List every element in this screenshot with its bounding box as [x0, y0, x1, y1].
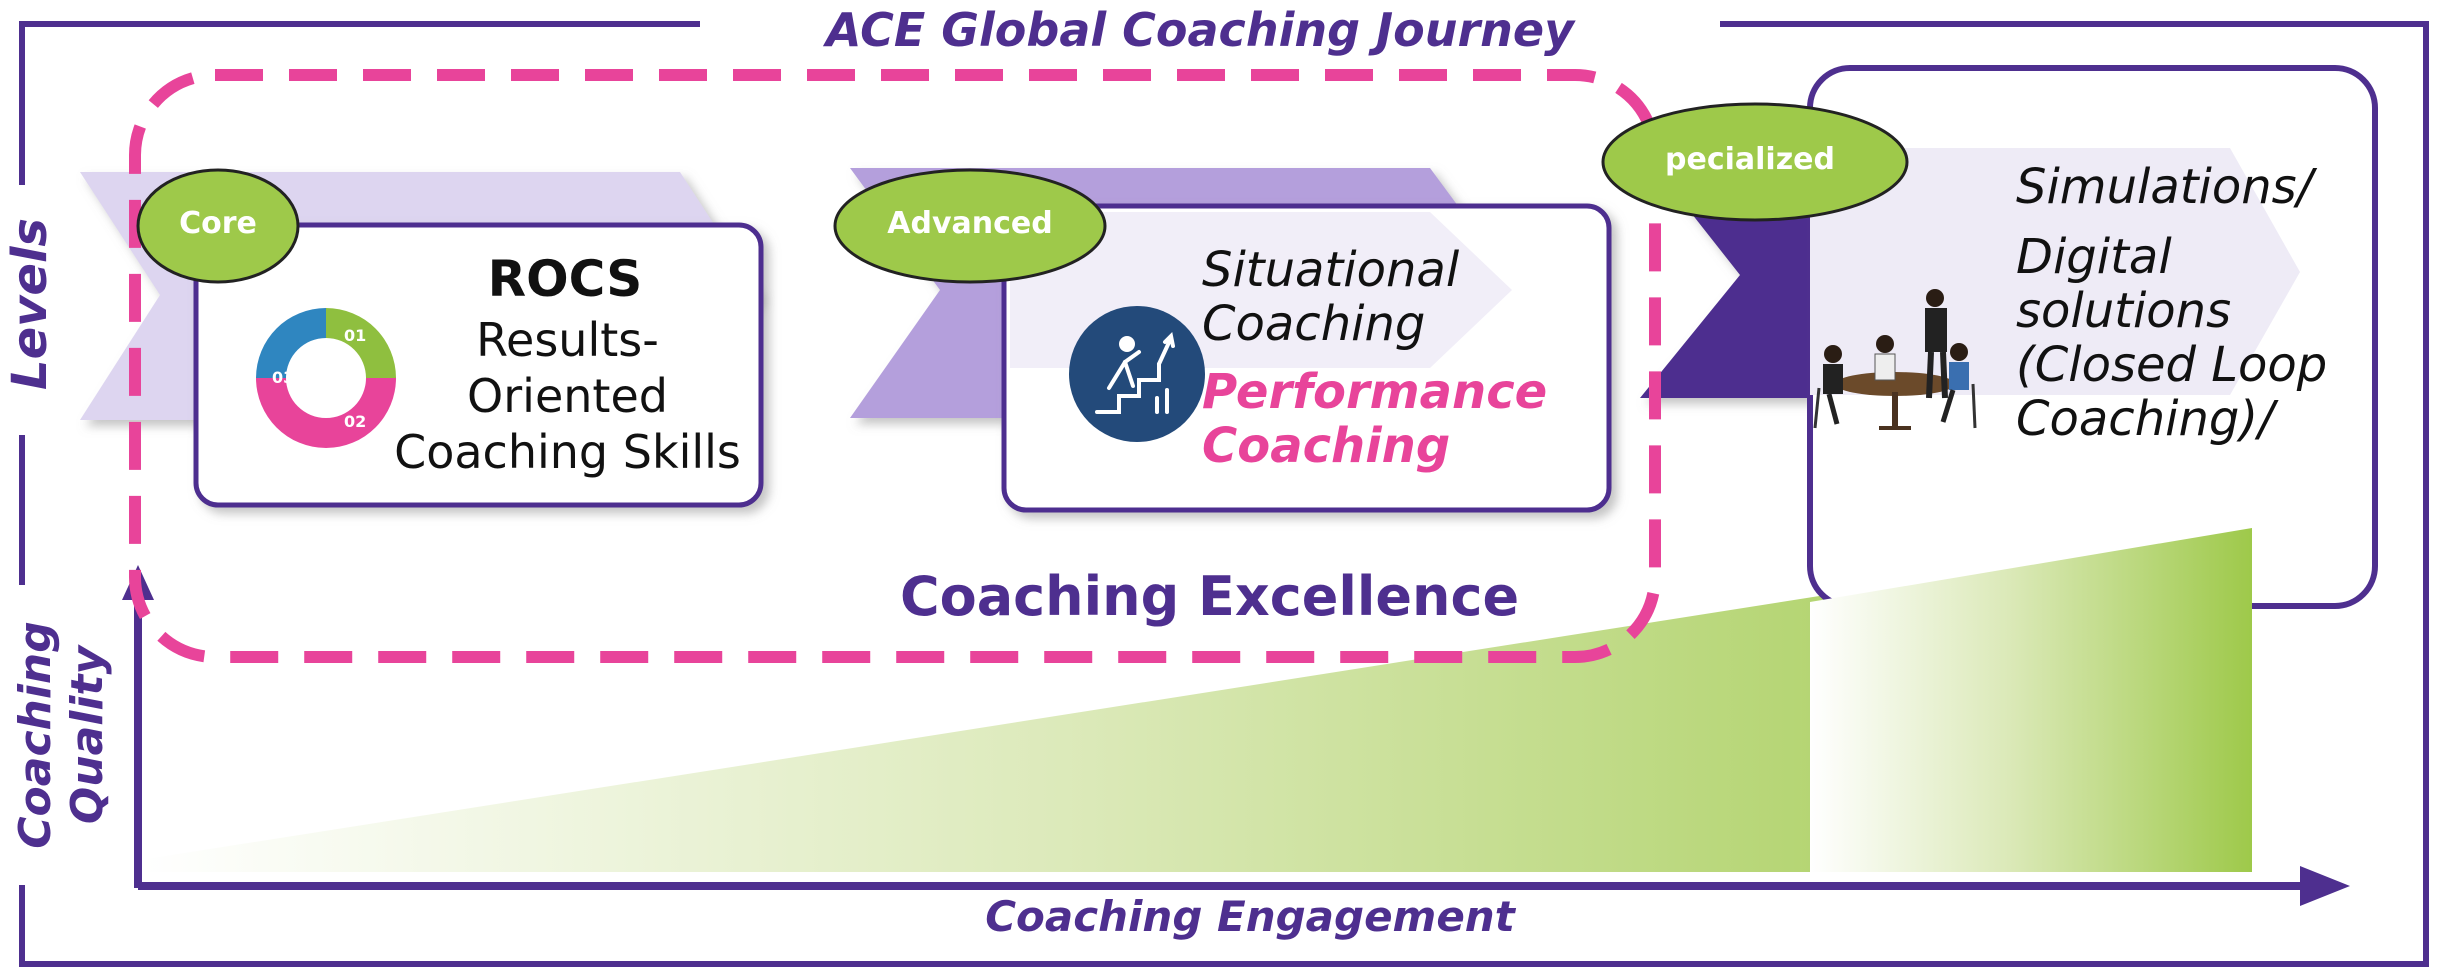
performance-line1: Performance: [1202, 364, 1548, 420]
quality-axis-label-line1: Coaching: [10, 621, 61, 849]
simulations-line1: Simulations/: [2016, 159, 2313, 215]
simulations-line4: (Closed Loop: [2016, 337, 2328, 393]
climber-icon: [1069, 306, 1205, 442]
core-badge: Core: [179, 206, 257, 241]
simulations-line3: solutions: [2016, 283, 2232, 339]
engagement-axis-label: Coaching Engagement: [985, 892, 1515, 941]
excellence-region: [129, 69, 1661, 663]
specialized-description: Simulations/ Digital solutions (Closed L…: [2016, 160, 2371, 446]
simulations-line5: Coaching)/: [2016, 391, 2275, 447]
performance-line2: Coaching: [1202, 418, 1451, 474]
advanced-badge: Advanced: [887, 206, 1053, 241]
specialized-oval: [1601, 102, 1909, 222]
outer-frame: [19, 0, 2429, 967]
meeting-icon: [1813, 289, 1977, 430]
cycle-num-02: 02: [344, 412, 367, 431]
diagram-title: ACE Global Coaching Journey: [825, 3, 1575, 57]
core-oval: [136, 168, 300, 284]
cycle-num-03: 03: [272, 368, 295, 387]
quality-wedge: [140, 528, 2252, 872]
quality-axis-label: Coaching Quality: [10, 620, 120, 850]
levels-axis-label: Levels: [2, 217, 58, 390]
specialized-badge: pecialized: [1665, 142, 1835, 177]
rocs-line2: Oriented: [467, 369, 668, 423]
situational-line1: Situational: [1202, 242, 1460, 298]
advanced-description: Situational Coaching Performance Coachin…: [1202, 243, 1602, 473]
rocs-line1: Results-: [476, 313, 659, 367]
advanced-oval: [833, 168, 1107, 284]
situational-line2: Coaching: [1202, 296, 1426, 352]
rocs-title: ROCS: [487, 250, 643, 308]
cycle-icon: [256, 308, 396, 448]
coaching-excellence-label: Coaching Excellence: [900, 565, 1520, 628]
cycle-num-01: 01: [344, 326, 367, 345]
simulations-line2: Digital: [2016, 229, 2172, 285]
quality-axis-label-line2: Quality: [62, 645, 113, 825]
rocs-line3: Coaching Skills: [394, 425, 741, 479]
rocs-description: Results- Oriented Coaching Skills: [380, 312, 755, 480]
